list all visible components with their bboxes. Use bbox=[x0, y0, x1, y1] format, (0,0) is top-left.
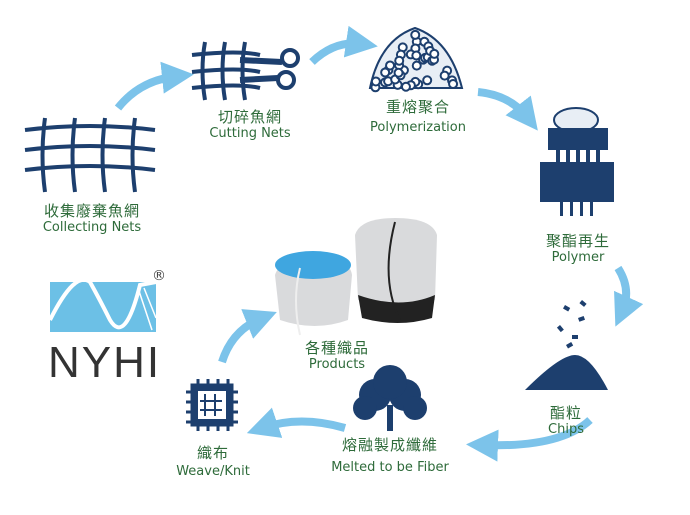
extruder-icon bbox=[540, 108, 614, 216]
pellet bbox=[413, 62, 421, 70]
pellet bbox=[430, 50, 438, 58]
cotton-flower-icon bbox=[353, 365, 427, 431]
pellet-pile-icon bbox=[370, 28, 462, 91]
woven-fabric-icon bbox=[186, 379, 238, 431]
step-label-en: Weave/Knit bbox=[176, 464, 250, 479]
nyhi-logo-icon bbox=[50, 280, 156, 332]
fishing-net-icon bbox=[25, 118, 155, 192]
step-label-en: Products bbox=[309, 357, 365, 372]
step-label-zh: 收集廢棄魚網 bbox=[44, 200, 140, 221]
logo-text: NYHI bbox=[48, 338, 161, 388]
step-label-zh: 切碎魚網 bbox=[218, 106, 282, 127]
pellet bbox=[449, 80, 457, 88]
step-label-en: Cutting Nets bbox=[209, 126, 290, 141]
pellet bbox=[386, 61, 394, 69]
arrow-6 bbox=[262, 422, 345, 429]
pellet bbox=[411, 31, 419, 39]
step-label-zh: 織布 bbox=[197, 442, 229, 463]
pellet bbox=[402, 83, 410, 91]
arrow-3 bbox=[478, 92, 528, 118]
chips-pile-icon bbox=[525, 300, 608, 390]
step-label-zh: 酯粒 bbox=[550, 402, 582, 423]
step-label-en: Chips bbox=[548, 422, 584, 437]
pellet bbox=[395, 69, 403, 77]
step-label-en: Melted to be Fiber bbox=[331, 460, 449, 475]
arrow-2 bbox=[312, 43, 362, 62]
arrow-7 bbox=[222, 318, 262, 362]
registered-mark: ® bbox=[152, 268, 166, 284]
pellet bbox=[412, 51, 420, 59]
pellet bbox=[423, 76, 431, 84]
bags-icon bbox=[275, 218, 437, 335]
step-label-en: Polymer bbox=[552, 250, 605, 265]
pellet bbox=[395, 57, 403, 65]
step-label-en: Polymerization bbox=[370, 120, 466, 135]
step-label-zh: 熔融製成纖維 bbox=[342, 434, 438, 455]
scissors-net-icon bbox=[192, 42, 298, 100]
pellet bbox=[441, 72, 449, 80]
step-label-en: Collecting Nets bbox=[43, 220, 141, 235]
arrow-4 bbox=[618, 268, 626, 312]
step-label-zh: 重熔聚合 bbox=[386, 96, 450, 117]
step-label-zh: 各種織品 bbox=[305, 337, 369, 358]
pellet bbox=[372, 77, 380, 85]
step-label-zh: 聚酯再生 bbox=[546, 230, 610, 251]
arrow-1 bbox=[118, 76, 178, 108]
